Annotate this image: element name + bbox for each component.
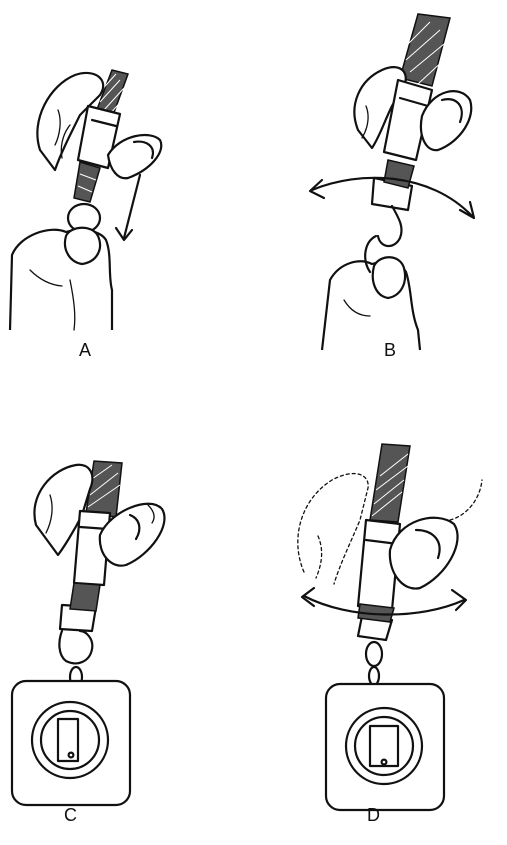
panel-c-illustration — [0, 455, 240, 805]
panel-a-illustration — [0, 40, 230, 330]
panel-label-c: C — [64, 805, 77, 826]
panel-label-a: A — [79, 340, 91, 361]
panel-label-d: D — [367, 805, 380, 826]
panel-b-illustration — [300, 10, 507, 350]
cable — [370, 444, 410, 522]
upper-hand — [298, 474, 368, 584]
cable — [400, 14, 450, 86]
pull-direction-arrow — [116, 175, 140, 240]
cable — [86, 461, 122, 517]
panel-label-b: B — [384, 340, 396, 361]
panel-d-illustration — [270, 440, 507, 810]
